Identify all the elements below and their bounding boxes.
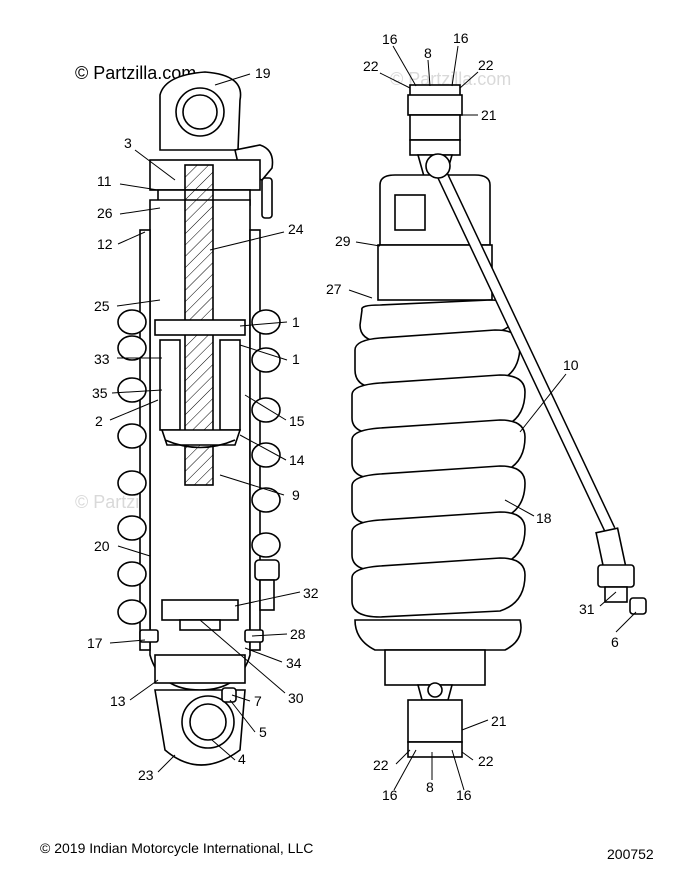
callout-31: 31 bbox=[579, 601, 595, 617]
callout-29: 29 bbox=[335, 233, 351, 249]
leader-lines-left bbox=[109, 73, 301, 773]
callout-16: 16 bbox=[453, 30, 469, 46]
callout-1: 1 bbox=[292, 314, 300, 330]
shim-stack bbox=[164, 439, 236, 449]
leader-lines-right bbox=[348, 45, 637, 791]
callout-20: 20 bbox=[94, 538, 110, 554]
callout-25: 25 bbox=[94, 298, 110, 314]
copyright-notice: © 2019 Indian Motorcycle International, … bbox=[40, 840, 314, 856]
callout-16: 16 bbox=[382, 31, 398, 47]
floating-piston bbox=[161, 599, 239, 621]
callout-22: 22 bbox=[478, 753, 494, 769]
callout-15: 15 bbox=[289, 413, 305, 429]
partzilla-watermark: © Partzilla.com bbox=[75, 63, 196, 83]
callout-14: 14 bbox=[289, 452, 305, 468]
main-spring bbox=[351, 299, 526, 618]
callout-8: 8 bbox=[426, 779, 434, 795]
callout-22: 22 bbox=[373, 757, 389, 773]
callout-12: 12 bbox=[97, 236, 113, 252]
callout-10: 10 bbox=[563, 357, 579, 373]
callout-30: 30 bbox=[288, 690, 304, 706]
callout-22: 22 bbox=[478, 57, 494, 73]
hose-nut bbox=[597, 564, 635, 588]
callout-8: 8 bbox=[424, 45, 432, 61]
callout-9: 9 bbox=[292, 487, 300, 503]
callout-17: 17 bbox=[87, 635, 103, 651]
bottom-mount bbox=[407, 699, 463, 743]
callout-4: 4 bbox=[238, 751, 246, 767]
cutaway-shock bbox=[117, 71, 281, 766]
callout-34: 34 bbox=[286, 655, 302, 671]
callout-21: 21 bbox=[491, 713, 507, 729]
spring-coils-left bbox=[117, 309, 147, 625]
callout-22: 22 bbox=[363, 58, 379, 74]
callout-26: 26 bbox=[97, 205, 113, 221]
callout-5: 5 bbox=[259, 724, 267, 740]
assembled-shock bbox=[351, 84, 647, 758]
callout-19: 19 bbox=[255, 65, 271, 81]
callout-2: 2 bbox=[95, 413, 103, 429]
callout-28: 28 bbox=[290, 626, 306, 642]
spring-seat bbox=[354, 619, 522, 651]
callout-13: 13 bbox=[110, 693, 126, 709]
callout-23: 23 bbox=[138, 767, 154, 783]
callout-1: 1 bbox=[292, 351, 300, 367]
callout-labels: 19 3 11 26 12 24 25 1 33 1 35 2 15 14 9 … bbox=[87, 30, 619, 803]
figure-number: 200752 bbox=[607, 846, 654, 862]
callout-3: 3 bbox=[124, 135, 132, 151]
callout-27: 27 bbox=[326, 281, 342, 297]
callout-35: 35 bbox=[92, 385, 108, 401]
callout-32: 32 bbox=[303, 585, 319, 601]
callout-18: 18 bbox=[536, 510, 552, 526]
callout-33: 33 bbox=[94, 351, 110, 367]
schrader-valve bbox=[629, 597, 647, 615]
callout-21: 21 bbox=[481, 107, 497, 123]
faint-watermark-top: © Partzilla.com bbox=[390, 69, 511, 89]
callout-24: 24 bbox=[288, 221, 304, 237]
reservoir-body bbox=[377, 244, 493, 301]
callout-11: 11 bbox=[97, 173, 112, 189]
callout-16: 16 bbox=[456, 787, 472, 803]
callout-7: 7 bbox=[254, 693, 262, 709]
callout-16: 16 bbox=[382, 787, 398, 803]
callout-6: 6 bbox=[611, 634, 619, 650]
